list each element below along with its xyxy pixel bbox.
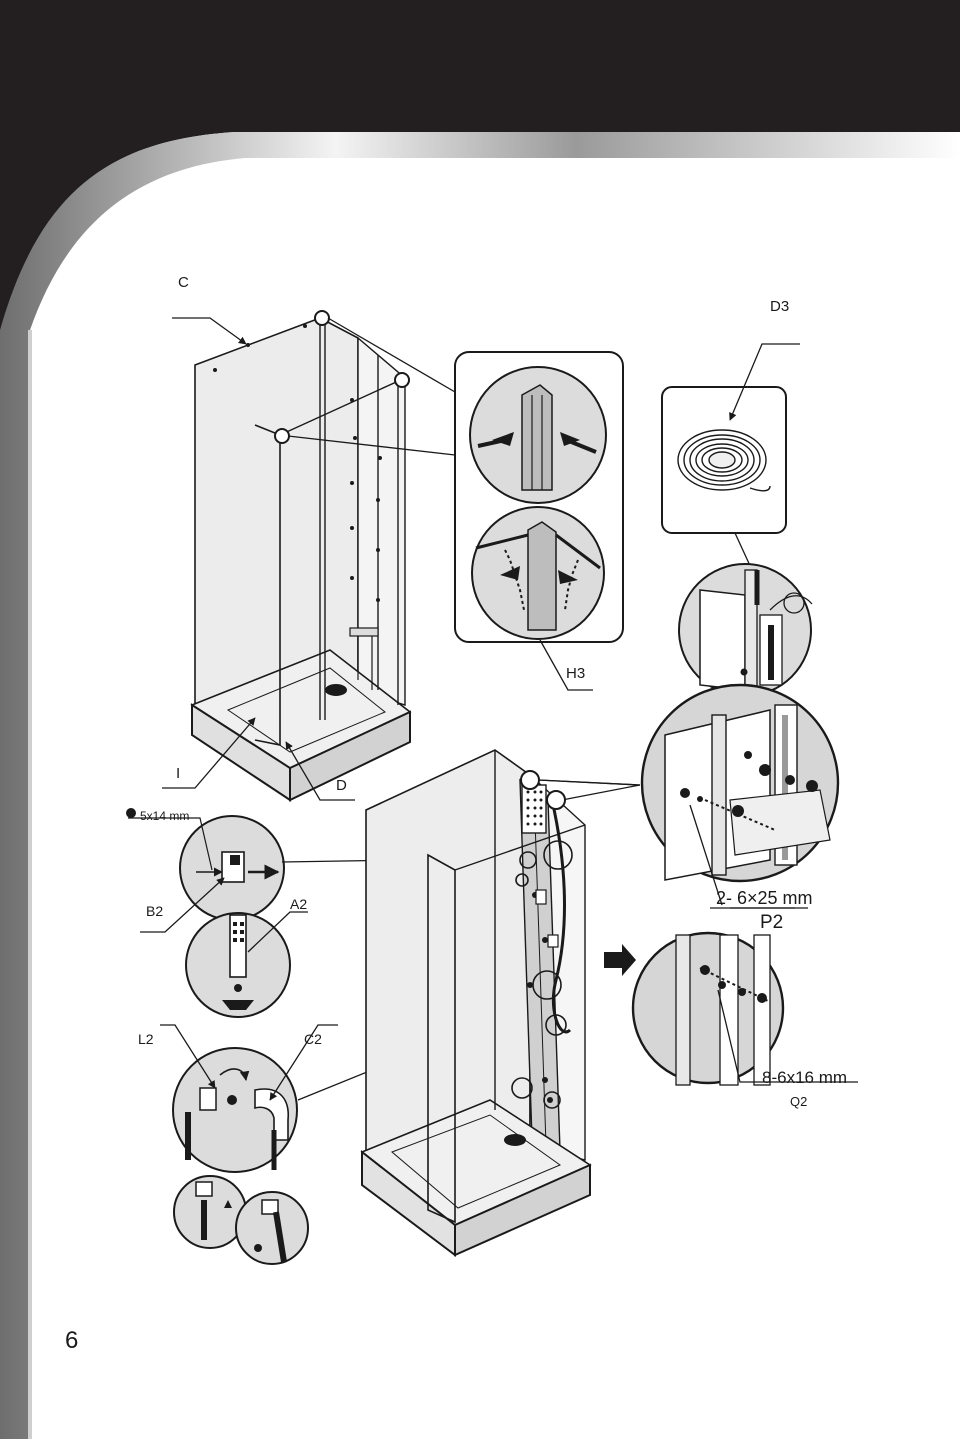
shower-enclosure-left	[162, 310, 456, 802]
label-p2-spec: 2- 6×25 mm	[716, 888, 813, 908]
label-d3: D3	[770, 298, 789, 315]
label-i: I	[176, 765, 180, 782]
label-screw-5x14: 5x14 mm	[140, 809, 189, 823]
label-c: C	[178, 274, 189, 291]
label-h3: H3	[566, 665, 585, 682]
label-b2: B2	[146, 903, 163, 919]
diagram-labels: C D3 H3 I D 5x14 mm B2 A2 2- 6×25 mm P2 …	[65, 274, 847, 1354]
label-q2: Q2	[790, 1094, 807, 1109]
label-c2: C2	[304, 1031, 322, 1047]
label-q2-spec: 8-6x16 mm	[762, 1068, 847, 1087]
label-a2: A2	[290, 896, 307, 912]
label-l2: L2	[138, 1031, 154, 1047]
detail-q2-screw-fixing	[604, 931, 858, 1086]
detail-l2-c2-hose-connection	[160, 1007, 526, 1265]
detail-seal-application	[678, 563, 813, 697]
shower-enclosure-right	[360, 749, 641, 1258]
label-d: D	[336, 777, 347, 794]
detail-d3-seal-coil	[661, 343, 800, 571]
label-p2: P2	[760, 912, 783, 933]
detail-p2-screw-fixing	[537, 683, 840, 909]
detail-b2-a2-fittings	[126, 808, 526, 1018]
detail-h3-panel-joint	[454, 351, 624, 691]
page-number: 6	[65, 1327, 78, 1354]
